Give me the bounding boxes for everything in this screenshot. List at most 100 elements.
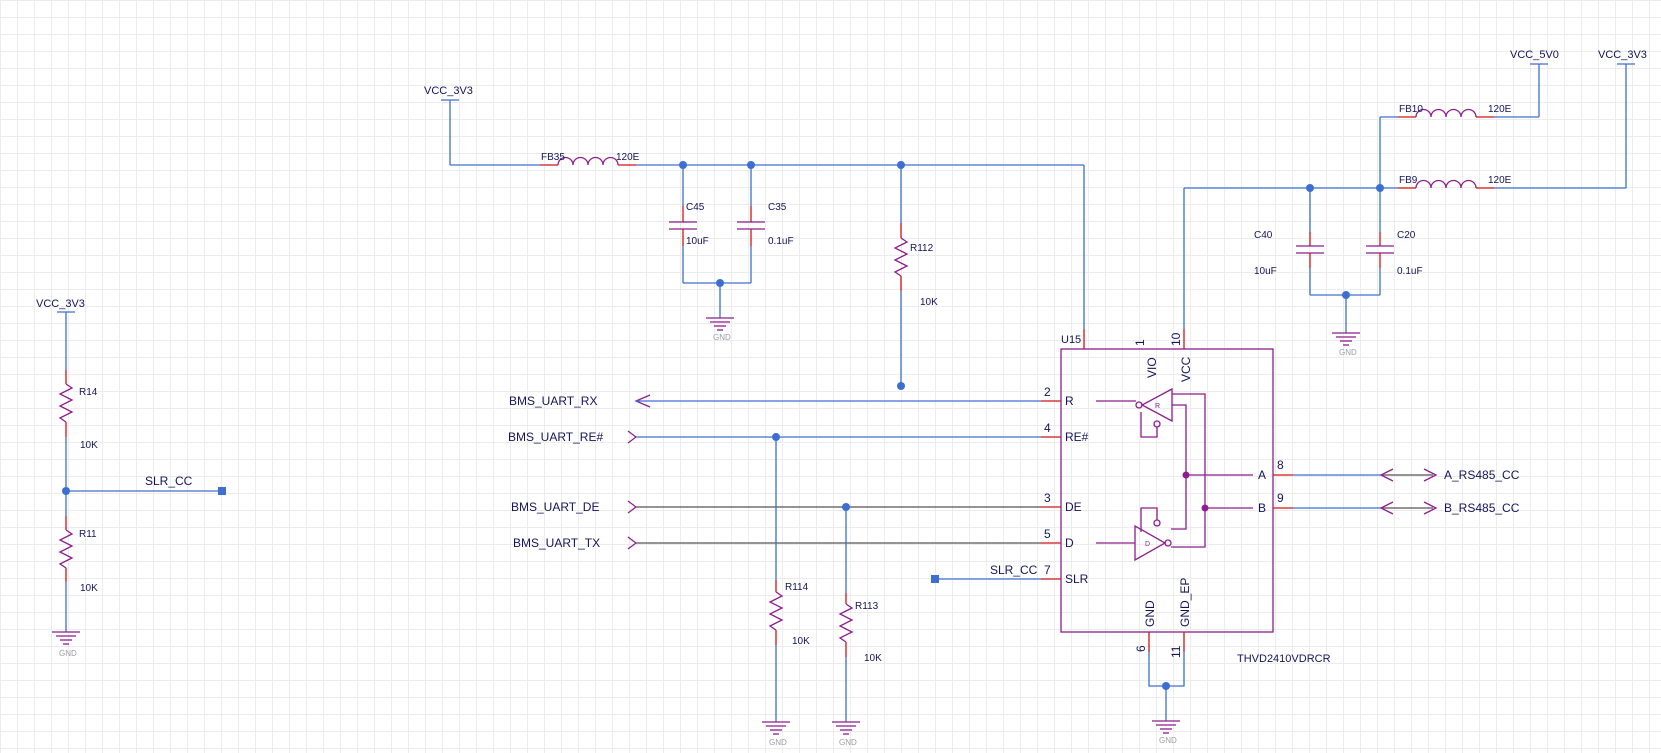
- vcc3v3-divider-label: VCC_3V3: [36, 298, 85, 310]
- gnd-label-r113: GND: [839, 738, 857, 747]
- gnd-label-divider: GND: [59, 649, 77, 658]
- port-a-left-arrow: [1379, 468, 1394, 482]
- receiver-gate-label: R: [1155, 403, 1160, 410]
- r112-value: 10K: [920, 297, 938, 308]
- power-vcc3v3-right: VCC_3V3: [1598, 49, 1647, 188]
- pin4-num: 4: [1044, 421, 1051, 435]
- power-vcc3v3-divider: VCC_3V3: [36, 298, 85, 370]
- resistor-r11: R11 10K: [58, 491, 98, 632]
- c40-ref: C40: [1254, 230, 1273, 241]
- pin8-num: 8: [1277, 458, 1284, 472]
- r11-ref: R11: [79, 529, 97, 540]
- port-b-left-arrow: [1379, 501, 1394, 515]
- power-vcc5v0: VCC_5V0: [1510, 49, 1559, 117]
- cap-c35: C35 0.1uF: [737, 165, 794, 283]
- gnd-label-r114: GND: [769, 738, 787, 747]
- pin1-num: 1: [1133, 339, 1147, 346]
- pin1-name: VIO: [1145, 357, 1159, 378]
- vcc5v0-label: VCC_5V0: [1510, 49, 1559, 61]
- r11-value: 10K: [80, 583, 98, 594]
- pin3-name: DE: [1065, 500, 1082, 514]
- port-de-arrow: [627, 500, 638, 514]
- gnd-symbol-r113: GND: [832, 721, 860, 747]
- gnd-symbol-c40-c20: GND: [1332, 295, 1360, 357]
- net-bms-uart-tx: BMS_UART_TX: [513, 536, 600, 550]
- pin2-name: R: [1065, 394, 1074, 408]
- gnd-symbol-ic: GND: [1152, 686, 1180, 745]
- cap-c45: C45 10uF: [669, 165, 709, 283]
- pin11-num: 11: [1169, 645, 1183, 658]
- driver-gate-label: D: [1145, 541, 1150, 548]
- c35-value: 0.1uF: [768, 236, 794, 247]
- c45-ref: C45: [686, 202, 705, 213]
- gnd-symbol-c45-c35: GND: [706, 283, 734, 342]
- resistor-r14: R14 10K: [58, 370, 98, 491]
- c20-value: 0.1uF: [1397, 266, 1423, 277]
- c20-ref: C20: [1397, 230, 1416, 241]
- pin9-num: 9: [1277, 491, 1284, 505]
- c40-value: 10uF: [1254, 266, 1277, 277]
- bead-fb9: FB9 120E: [1398, 175, 1626, 189]
- r113-value: 10K: [864, 653, 882, 664]
- c35-ref: C35: [768, 202, 787, 213]
- cap-c40: C40 10uF: [1254, 188, 1324, 295]
- port-slr-cc-divider: [218, 487, 226, 495]
- port-slr-cc-ic: [931, 575, 939, 583]
- ic-u15: U15 THVD2410VDRCR 1 VIO 10 VCC 2 R 4 RE#…: [1041, 329, 1331, 665]
- pin11-name: GND_EP: [1178, 578, 1192, 627]
- r113-ref: R113: [855, 601, 879, 612]
- fb35-ref: FB35: [541, 152, 565, 163]
- pin7-name: SLR: [1065, 572, 1089, 586]
- pin5-name: D: [1065, 536, 1074, 550]
- r14-value: 10K: [80, 440, 98, 451]
- fb35-value: 120E: [616, 152, 640, 163]
- u15-ref: U15: [1061, 334, 1081, 346]
- pin6-num: 6: [1134, 645, 1148, 652]
- fb10-value: 120E: [1488, 104, 1512, 115]
- gnd-label-ic: GND: [1159, 736, 1177, 745]
- power-vcc3v3-main: VCC_3V3: [424, 85, 473, 165]
- pin8-name: A: [1258, 468, 1266, 482]
- bead-fb35: FB35 120E: [540, 152, 640, 166]
- pin6-name: GND: [1143, 600, 1157, 627]
- pin4-name: RE#: [1065, 430, 1089, 444]
- c45-value: 10uF: [686, 236, 709, 247]
- port-tx-arrow: [627, 536, 638, 550]
- net-bms-uart-rx: BMS_UART_RX: [509, 394, 597, 408]
- resistor-r113: R113 10K: [838, 507, 882, 722]
- fb9-value: 120E: [1488, 175, 1512, 186]
- port-re-arrow: [627, 430, 638, 444]
- pin3-num: 3: [1044, 491, 1051, 505]
- pin5-num: 5: [1044, 527, 1051, 541]
- gnd-label-right: GND: [1339, 348, 1357, 357]
- gnd-symbol-r114: GND: [762, 721, 790, 747]
- net-bms-uart-re: BMS_UART_RE#: [508, 430, 603, 444]
- fb10-ref: FB10: [1399, 104, 1423, 115]
- resistor-r112: R112 10K: [893, 165, 938, 386]
- resistor-r114: R114 10K: [768, 437, 810, 722]
- bead-fb10: FB10 120E: [1380, 104, 1539, 118]
- port-b-right-arrow: [1423, 501, 1438, 515]
- vcc3v3-label: VCC_3V3: [424, 85, 473, 97]
- pin10-name: VCC: [1179, 356, 1193, 382]
- r14-ref: R14: [79, 387, 98, 398]
- cap-c20: C20 0.1uF: [1366, 188, 1423, 295]
- r114-value: 10K: [792, 636, 810, 647]
- net-slr-cc-ic: SLR_CC: [990, 563, 1038, 577]
- r114-ref: R114: [785, 582, 809, 593]
- net-slr-cc-divider: SLR_CC: [145, 474, 193, 488]
- net-a-rs485-cc: A_RS485_CC: [1444, 468, 1520, 482]
- net-b-rs485-cc: B_RS485_CC: [1444, 501, 1520, 515]
- vcc3v3-right-label: VCC_3V3: [1598, 49, 1647, 61]
- u15-part: THVD2410VDRCR: [1237, 653, 1331, 665]
- r112-ref: R112: [910, 243, 934, 254]
- pin9-name: B: [1258, 501, 1266, 515]
- port-a-right-arrow: [1423, 468, 1438, 482]
- gnd-label: GND: [713, 333, 731, 342]
- gnd-symbol-divider: GND: [52, 631, 80, 658]
- pin2-num: 2: [1044, 385, 1051, 399]
- fb9-ref: FB9: [1399, 175, 1418, 186]
- pin7-num: 7: [1044, 563, 1051, 577]
- net-bms-uart-de: BMS_UART_DE: [511, 500, 599, 514]
